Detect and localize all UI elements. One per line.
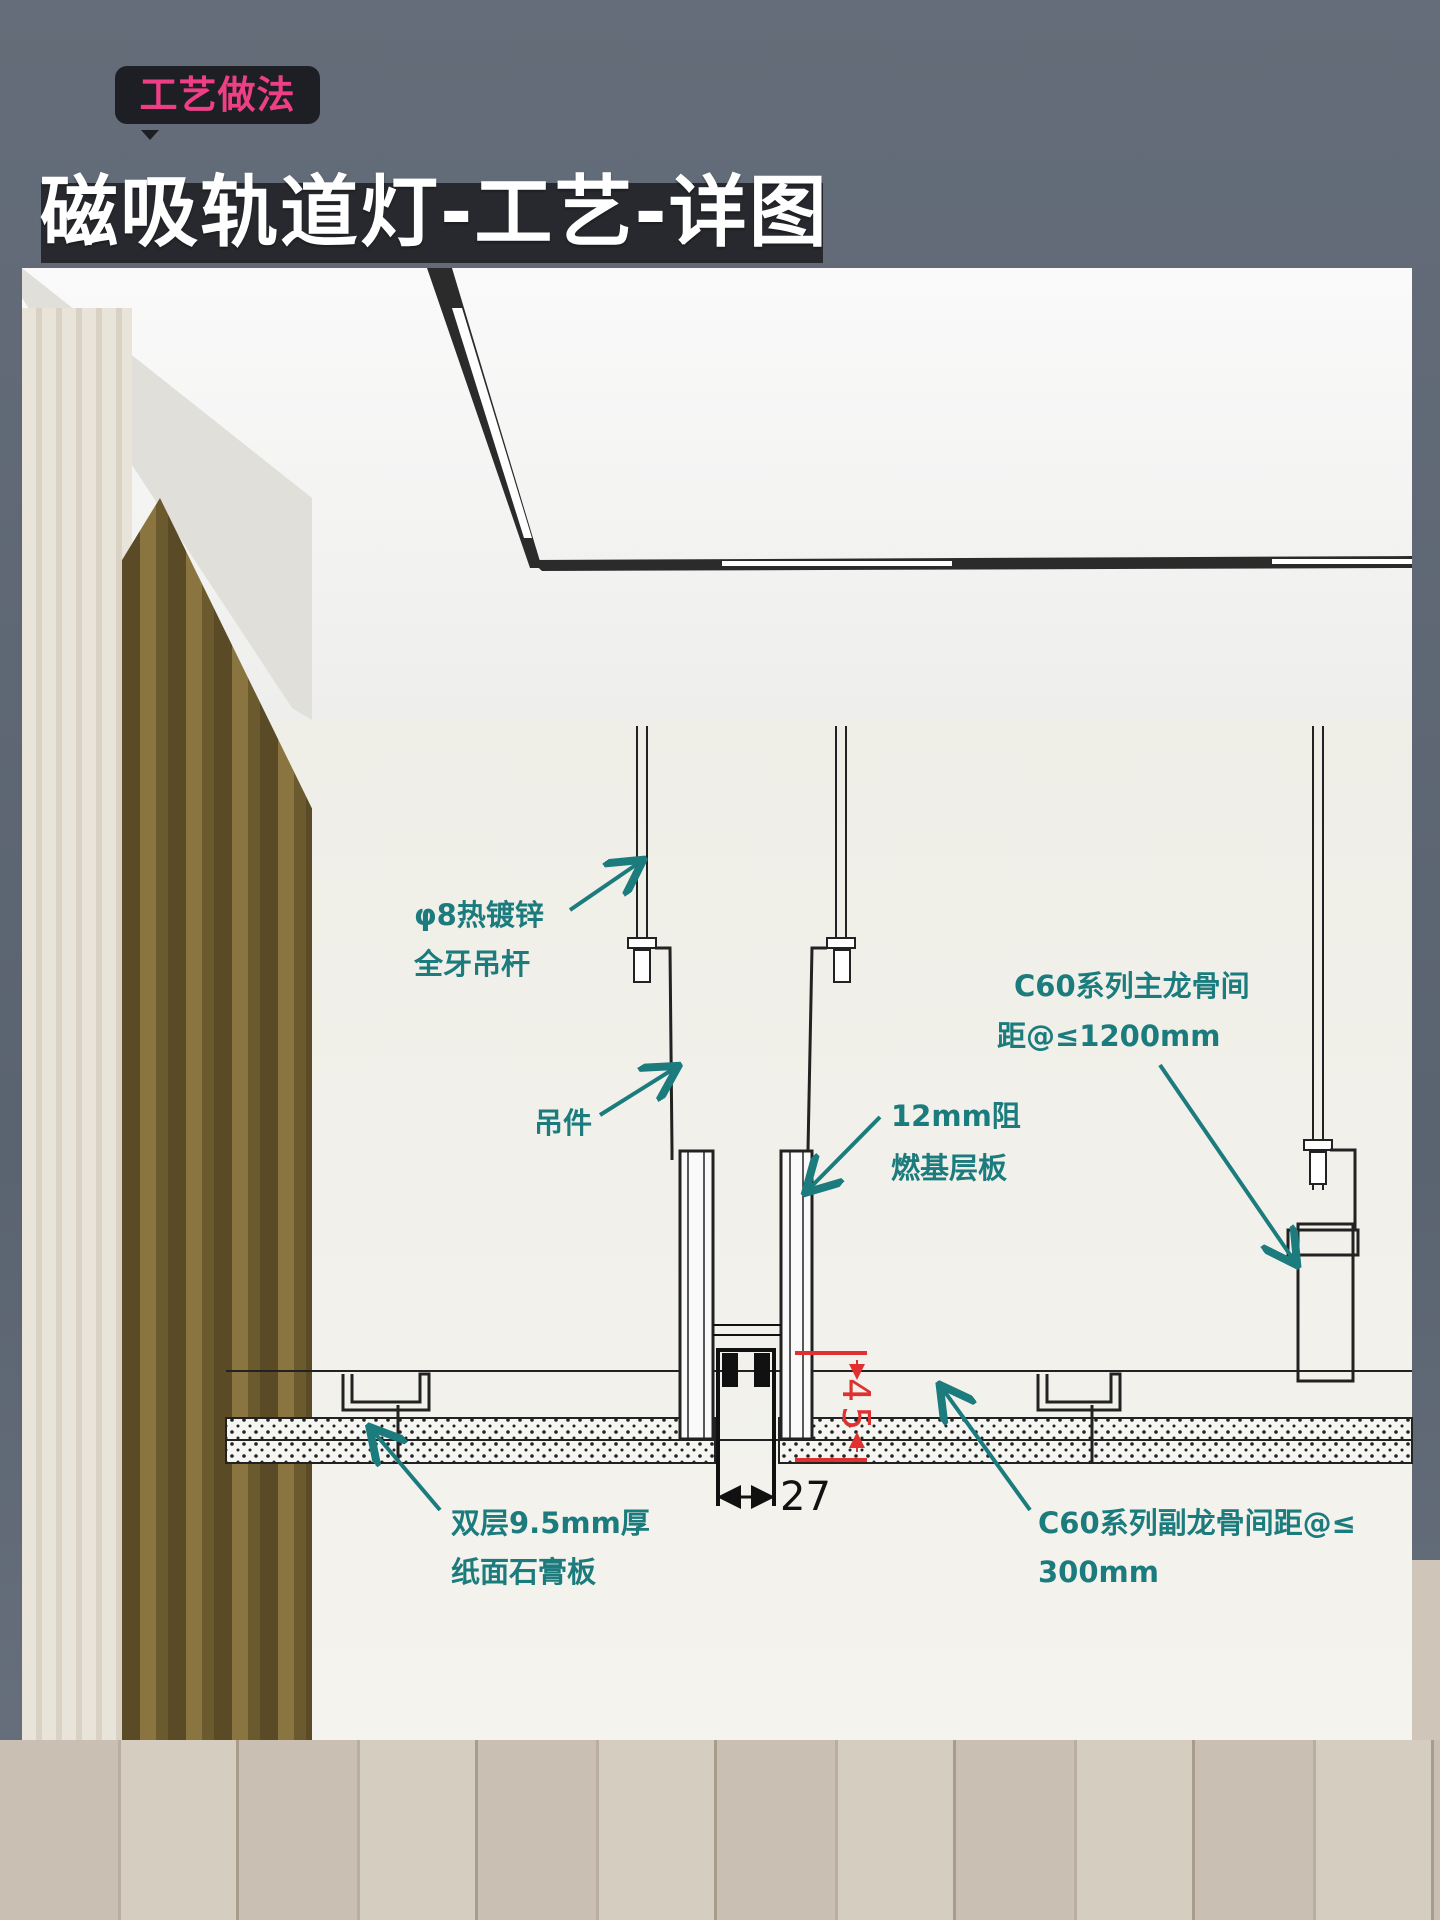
label-base-board-line1: 12mm阻: [891, 1099, 1021, 1133]
title-bar: [41, 183, 823, 263]
magnetic-track: [713, 1324, 781, 1506]
floor: [1412, 1560, 1440, 1740]
hangers: [655, 946, 1357, 1230]
sheer-curtain: [22, 308, 132, 1740]
threaded-rods: [627, 726, 1333, 1190]
dimension-45: [795, 1351, 867, 1462]
category-badge: 工艺做法: [115, 66, 320, 140]
label-main-keel-line2: 距@≤1200mm: [997, 1019, 1221, 1053]
label-hanger: 吊件: [534, 1106, 593, 1140]
dimension-width-label: 27: [780, 1474, 831, 1520]
base-boards: [678, 1149, 814, 1441]
room-photo: [22, 268, 1412, 1740]
floor: [0, 1740, 1440, 1920]
page-title: 磁吸轨道灯-工艺-详图: [40, 168, 829, 258]
label-base-board-line2: 燃基层板: [891, 1151, 1008, 1185]
leader-arrows: [372, 862, 1295, 1512]
label-rod-line2: 全牙吊杆: [414, 947, 531, 981]
label-main-keel-line1: C60系列主龙骨间: [1014, 969, 1250, 1003]
label-gypsum-line1: 双层9.5mm厚: [451, 1506, 650, 1540]
label-sub-keel-line2: 300mm: [1038, 1555, 1159, 1589]
label-gypsum-line2: 纸面石膏板: [451, 1555, 597, 1589]
label-sub-keel-line1: C60系列副龙骨间距@≤: [1038, 1506, 1356, 1540]
label-rod-line1: φ8热镀锌: [414, 898, 544, 932]
dimension-height-label: 45: [834, 1378, 878, 1435]
